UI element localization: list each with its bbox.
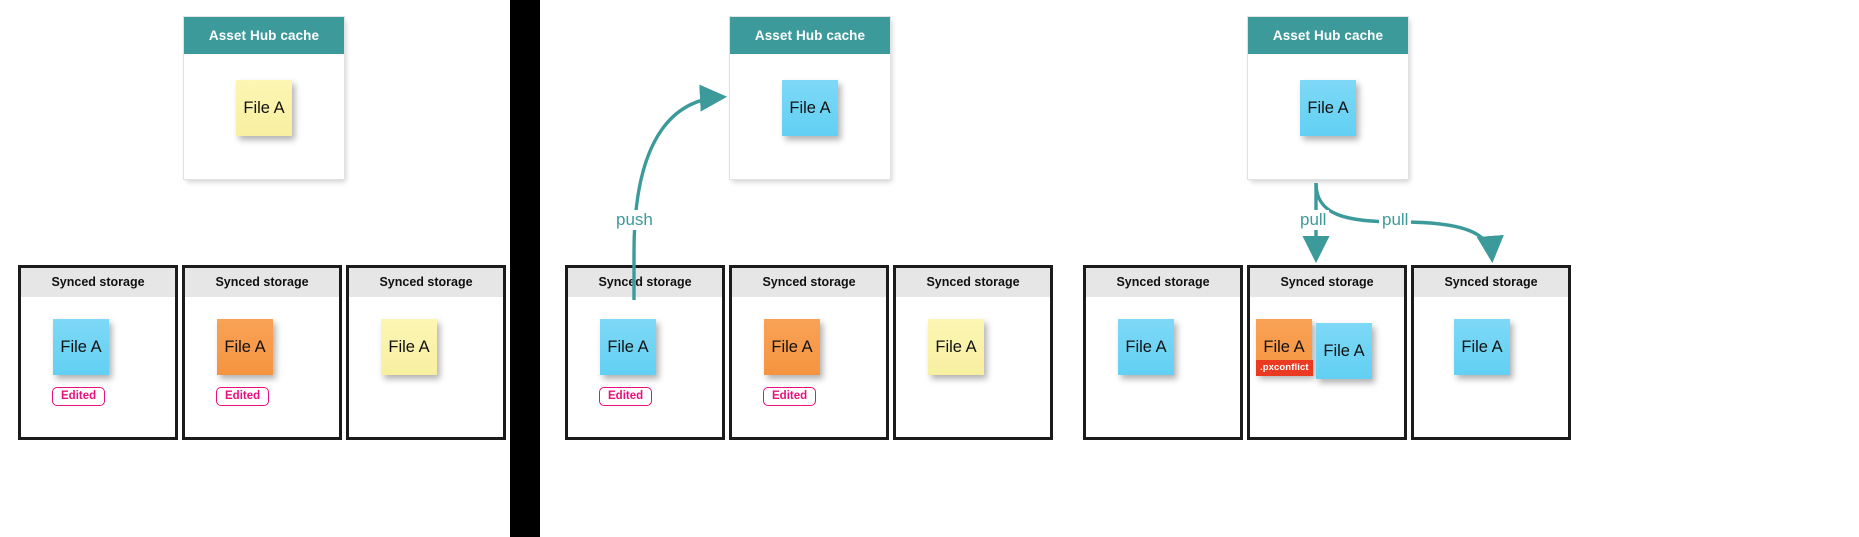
synced-storage-body: File A Edited <box>185 297 339 434</box>
pull-arrow-label-right: pull <box>1379 210 1412 230</box>
synced-storage-body: File A Edited <box>21 297 175 434</box>
panel-3-synced-storage-3: Synced storage File A <box>1411 265 1571 440</box>
synced-storage-body: File A <box>1414 297 1568 434</box>
file-note-label: File A <box>771 337 813 356</box>
status-badge-edited: Edited <box>52 387 106 406</box>
panel-2-synced-storage-3: Synced storage File A <box>893 265 1053 440</box>
file-note-label: File A <box>1125 337 1167 356</box>
asset-hub-cache-title: Asset Hub cache <box>184 17 344 54</box>
file-note[interactable]: File A <box>53 319 109 375</box>
panel-2-synced-storage-1: Synced storage File A Edited <box>565 265 725 440</box>
panel-1-synced-storage-3: Synced storage File A <box>346 265 506 440</box>
synced-storage-title: Synced storage <box>732 268 886 297</box>
file-note[interactable]: File A <box>1300 80 1356 136</box>
synced-storage-body: File A Edited <box>568 297 722 434</box>
synced-storage-title: Synced storage <box>568 268 722 297</box>
file-note-label: File A <box>1307 98 1349 117</box>
panel-2-synced-storage-2: Synced storage File A Edited <box>729 265 889 440</box>
asset-hub-cache-body: File A <box>184 54 344 179</box>
status-badge-edited: Edited <box>599 387 653 406</box>
file-note[interactable]: File A <box>1454 319 1510 375</box>
asset-hub-cache-body: File A <box>730 54 890 179</box>
file-note-label: File A <box>1263 337 1305 356</box>
file-note-label: File A <box>388 337 430 356</box>
file-note[interactable]: File A <box>236 80 292 136</box>
file-note-label: File A <box>60 337 102 356</box>
file-note[interactable]: File A <box>1118 319 1174 375</box>
file-note[interactable]: File A <box>217 319 273 375</box>
panel-1-asset-hub-cache: Asset Hub cache File A <box>184 17 344 179</box>
panel-3-synced-storage-2: Synced storage File A .pxconflict File A <box>1247 265 1407 440</box>
synced-storage-title: Synced storage <box>349 268 503 297</box>
synced-storage-title: Synced storage <box>185 268 339 297</box>
synced-storage-title: Synced storage <box>1086 268 1240 297</box>
synced-storage-body: File A <box>896 297 1050 434</box>
status-badge-edited: Edited <box>216 387 270 406</box>
synced-storage-title: Synced storage <box>1414 268 1568 297</box>
file-note-label: File A <box>1461 337 1503 356</box>
panel-3-synced-storage-1: Synced storage File A <box>1083 265 1243 440</box>
synced-storage-body: File A .pxconflict File A <box>1250 297 1404 434</box>
file-note[interactable]: File A <box>1316 323 1372 379</box>
asset-hub-cache-title: Asset Hub cache <box>730 17 890 54</box>
file-note-label: File A <box>789 98 831 117</box>
synced-storage-title: Synced storage <box>896 268 1050 297</box>
file-note[interactable]: File A <box>782 80 838 136</box>
status-badge-pxconflict: .pxconflict <box>1256 360 1313 376</box>
file-note-label: File A <box>607 337 649 356</box>
file-note-label: File A <box>1323 341 1365 360</box>
file-note[interactable]: File A <box>928 319 984 375</box>
synced-storage-title: Synced storage <box>21 268 175 297</box>
file-note[interactable]: File A <box>381 319 437 375</box>
pull-arrow-label-down: pull <box>1297 210 1330 230</box>
synced-storage-body: File A <box>349 297 503 434</box>
push-arrow-label: push <box>612 210 657 230</box>
asset-hub-cache-title: Asset Hub cache <box>1248 17 1408 54</box>
file-note[interactable]: File A <box>764 319 820 375</box>
synced-storage-body: File A Edited <box>732 297 886 434</box>
panel-3-asset-hub-cache: Asset Hub cache File A <box>1248 17 1408 179</box>
file-note-label: File A <box>243 98 285 117</box>
panel-1-synced-storage-1: Synced storage File A Edited <box>18 265 178 440</box>
asset-hub-cache-body: File A <box>1248 54 1408 179</box>
panel-1-synced-storage-2: Synced storage File A Edited <box>182 265 342 440</box>
file-note[interactable]: File A <box>600 319 656 375</box>
file-note-label: File A <box>935 337 977 356</box>
file-note-label: File A <box>224 337 266 356</box>
status-badge-edited: Edited <box>763 387 817 406</box>
synced-storage-title: Synced storage <box>1250 268 1404 297</box>
synced-storage-body: File A <box>1086 297 1240 434</box>
panel-2-asset-hub-cache: Asset Hub cache File A <box>730 17 890 179</box>
panel-divider-1 <box>510 0 540 537</box>
